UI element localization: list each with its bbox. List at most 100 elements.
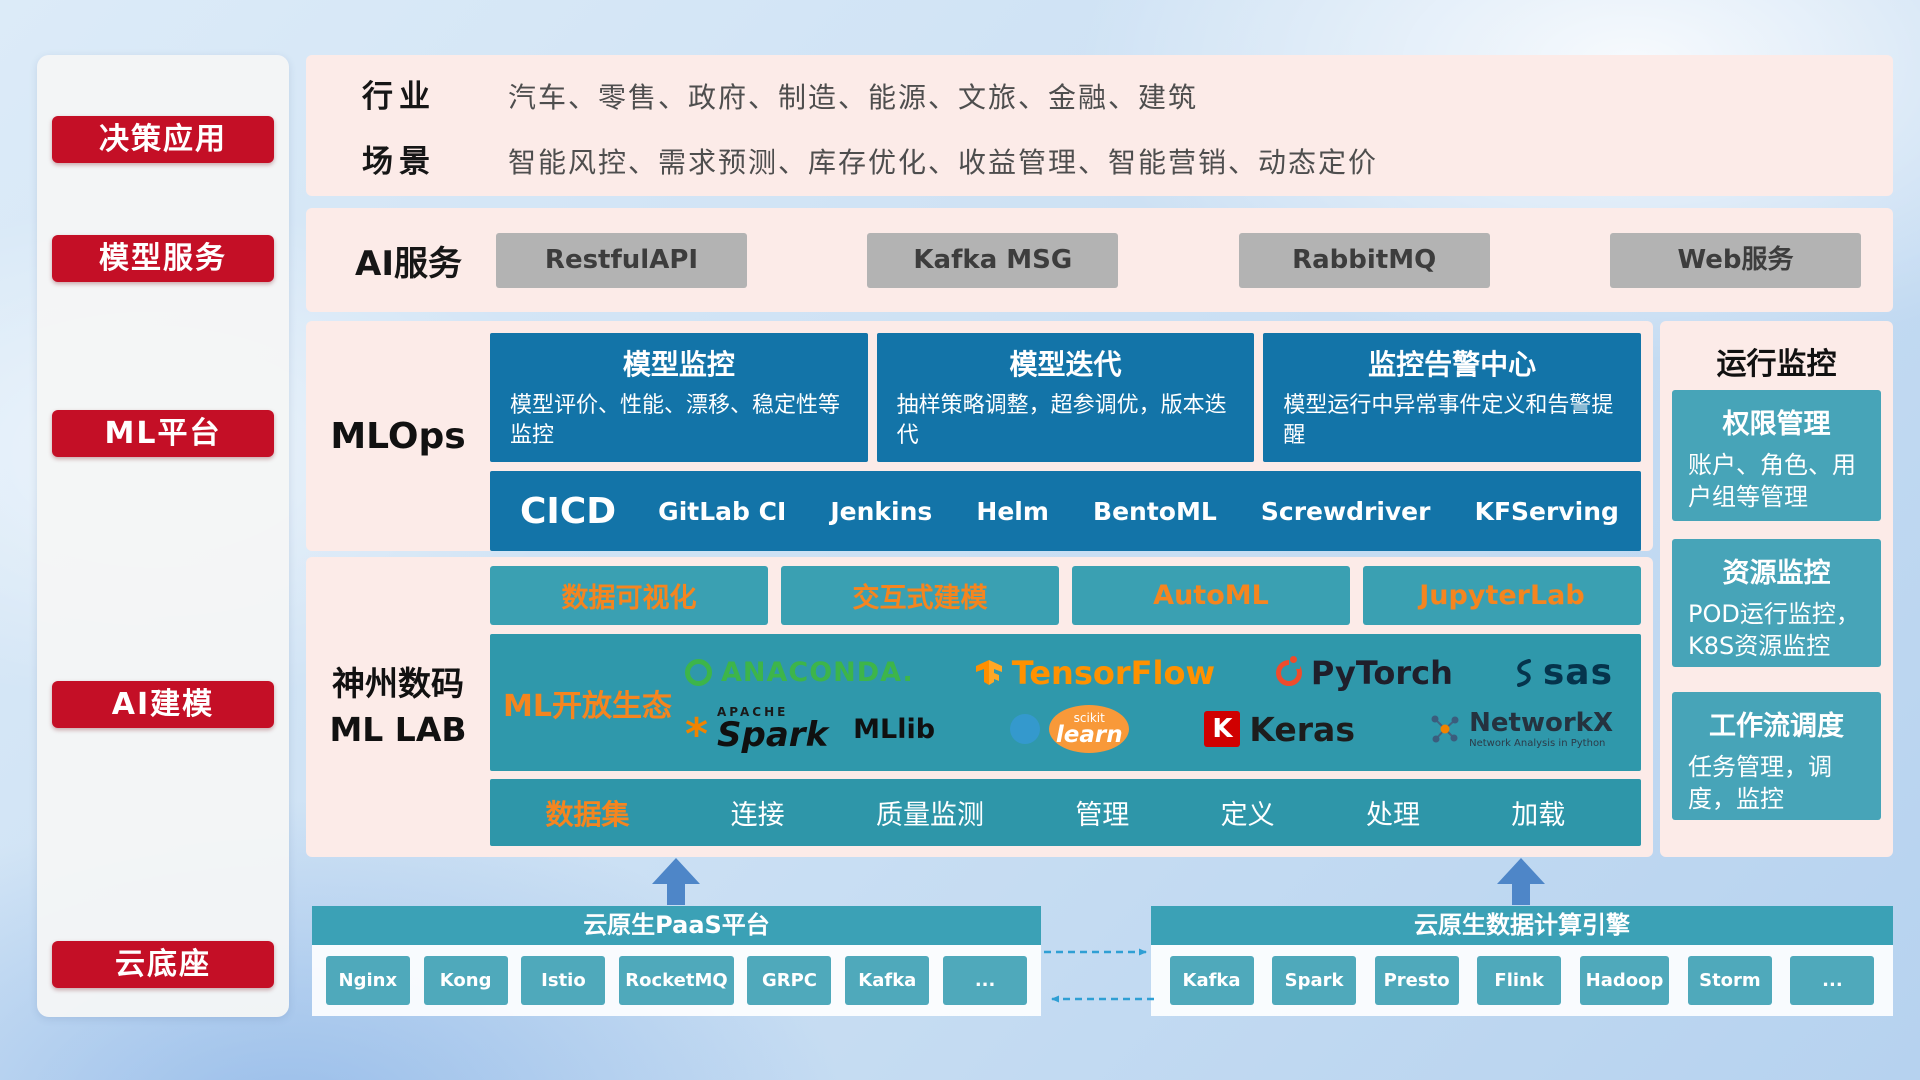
mllib-text: MLlib	[853, 713, 936, 745]
feature-data-visualization: 数据可视化	[490, 566, 768, 625]
scikit-circle-icon	[1010, 714, 1041, 744]
ecosystem-logo-row-2: * APACHE Spark MLlib scikit learn	[685, 705, 1613, 760]
ml-open-ecosystem: ML开放生态 ANACONDA. TensorFlow	[490, 634, 1641, 771]
workflow-scheduling-card: 工作流调度 任务管理，调度，监控	[1672, 692, 1881, 820]
sidebar-item-cloud-base: 云底座	[52, 941, 274, 988]
apache-spark-logo: * APACHE Spark MLlib	[685, 706, 936, 760]
card-title: 工作流调度	[1709, 711, 1844, 742]
feature-automl: AutoML	[1072, 566, 1350, 625]
scikit-learn-text: learn	[1055, 721, 1123, 748]
paas-tool-kafka: Kafka	[845, 956, 930, 1005]
dataset-item-connect: 连接	[730, 800, 785, 831]
dataset-label: 数据集	[545, 797, 630, 831]
ai-service-label: AI服务	[355, 243, 462, 284]
card-desc: 模型运行中异常事件定义和告警提醒	[1283, 393, 1614, 448]
anaconda-logo: ANACONDA.	[685, 657, 914, 688]
sas-text: sas	[1542, 652, 1613, 693]
sidebar-item-ai-modeling: AI建模	[52, 681, 274, 728]
spark-wordmark: APACHE Spark	[717, 706, 828, 752]
cicd-tool-helm: Helm	[976, 496, 1049, 526]
sas-logo: sas	[1514, 652, 1613, 693]
paas-tools-strip: Nginx Kong Istio RocketMQ GRPC Kafka ...	[312, 945, 1041, 1016]
feature-jupyterlab: JupyterLab	[1363, 566, 1641, 625]
service-restfulapi: RestfulAPI	[496, 232, 747, 288]
spark-star-icon: *	[685, 709, 709, 760]
engine-up-arrow-icon	[1497, 858, 1545, 905]
card-title: 监控告警中心	[1368, 348, 1537, 381]
spark-text: Spark	[717, 715, 829, 755]
dataset-item-define: 定义	[1220, 800, 1275, 831]
paas-tool-nginx: Nginx	[325, 956, 410, 1005]
dataset-items: 连接 质量监测 管理 定义 处理 加载	[685, 793, 1641, 832]
ecosystem-logo-row-1: ANACONDA. TensorFlow	[685, 652, 1613, 693]
sidebar: 决策应用 模型服务 ML平台 AI建模 云底座	[37, 55, 289, 1017]
cicd-tool-gitlab-ci: GitLab CI	[658, 496, 787, 526]
dataset-item-load: 加载	[1511, 800, 1566, 831]
cicd-tools: GitLab CI Jenkins Helm BentoML Screwdriv…	[636, 497, 1641, 526]
monitor-title: 运行监控	[1716, 347, 1837, 382]
scikit-learn-logo: scikit learn	[1010, 705, 1130, 753]
card-desc: 模型评价、性能、漂移、稳定性等监控	[510, 393, 841, 448]
tensorflow-text: TensorFlow	[1011, 653, 1215, 692]
model-iteration-card: 模型迭代 抽样策略调整，超参调优，版本迭代	[876, 333, 1255, 462]
engine-tool-spark: Spark	[1272, 956, 1357, 1005]
networkx-wordmark: NetworkX Network Analysis in Python	[1469, 709, 1613, 749]
card-desc: 任务管理，调度，监控	[1688, 753, 1832, 814]
engine-tool-storm: Storm	[1687, 956, 1772, 1005]
paas-up-arrow-icon	[652, 858, 700, 905]
paas-tool-grpc: GRPC	[747, 956, 832, 1005]
paas-tool-rocketmq: RocketMQ	[619, 956, 734, 1005]
networkx-icon	[1431, 715, 1459, 743]
model-monitoring-card: 模型监控 模型评价、性能、漂移、稳定性等监控	[490, 333, 868, 462]
resource-monitoring-card: 资源监控 POD运行监控，K8S资源监控	[1672, 539, 1881, 667]
scene-label: 场景	[362, 143, 436, 180]
scikit-blob-icon: scikit learn	[1049, 705, 1130, 753]
anaconda-icon	[685, 659, 712, 686]
tensorflow-icon	[975, 659, 1002, 685]
mllab-panel: 神州数码 ML LAB 数据可视化 交互式建模 AutoML JupyterLa…	[306, 557, 1653, 857]
keras-logo: K Keras	[1204, 710, 1355, 749]
scene-list: 智能风控、需求预测、库存优化、收益管理、智能营销、动态定价	[508, 145, 1379, 179]
alert-center-card: 监控告警中心 模型运行中异常事件定义和告警提醒	[1263, 333, 1642, 462]
sas-icon	[1516, 658, 1531, 687]
ai-service-buttons: RestfulAPI Kafka MSG RabbitMQ Web服务	[496, 232, 1893, 288]
paas-tool-kong: Kong	[423, 956, 508, 1005]
card-title: 模型迭代	[1009, 348, 1122, 381]
data-flow-dashed-arrows-icon	[1044, 948, 1154, 1003]
engine-tool-flink: Flink	[1477, 956, 1562, 1005]
pytorch-logo: PyTorch	[1275, 653, 1453, 692]
paas-tool-more: ...	[943, 956, 1028, 1005]
engine-tool-hadoop: Hadoop	[1579, 956, 1670, 1005]
pytorch-text: PyTorch	[1310, 653, 1453, 692]
cicd-label: CICD	[520, 490, 617, 532]
service-kafka-msg: Kafka MSG	[867, 232, 1119, 288]
mlops-panel: MLOps 模型监控 模型评价、性能、漂移、稳定性等监控 模型迭代 抽样策略调整…	[306, 321, 1653, 551]
engine-tools-strip: Kafka Spark Presto Flink Hadoop Storm ..…	[1151, 945, 1893, 1016]
networkx-text: NetworkX	[1469, 708, 1613, 739]
arrow-head	[652, 858, 700, 884]
ecosystem-logos: ANACONDA. TensorFlow	[685, 634, 1641, 771]
service-rabbitmq: RabbitMQ	[1238, 232, 1490, 288]
card-title: 资源监控	[1722, 558, 1831, 589]
engine-tool-more: ...	[1790, 956, 1875, 1005]
scikit-top-text: scikit	[1073, 710, 1105, 725]
scene-line: 场景 智能风控、需求预测、库存优化、收益管理、智能营销、动态定价	[362, 136, 1893, 181]
mlops-cards: 模型监控 模型评价、性能、漂移、稳定性等监控 模型迭代 抽样策略调整，超参调优，…	[490, 333, 1642, 462]
tensorflow-logo: TensorFlow	[975, 654, 1215, 692]
networkx-subtitle: Network Analysis in Python	[1469, 737, 1606, 749]
cicd-tool-bentoml: BentoML	[1093, 496, 1217, 526]
arrow-head	[1497, 858, 1545, 884]
pytorch-icon	[1275, 655, 1302, 686]
keras-icon: K	[1204, 711, 1241, 747]
sidebar-item-model-service: 模型服务	[52, 235, 274, 282]
mllab-label-line2: ML LAB	[329, 710, 467, 749]
mllab-label-line1: 神州数码	[332, 663, 464, 703]
engine-tool-kafka: Kafka	[1169, 956, 1254, 1005]
arrow-stem	[667, 884, 685, 905]
mllab-feature-row: 数据可视化 交互式建模 AutoML JupyterLab	[490, 566, 1641, 625]
dataset-bar: 数据集 连接 质量监测 管理 定义 处理 加载	[490, 779, 1641, 846]
runtime-monitor-panel: 运行监控 权限管理 账户、角色、用户组等管理 资源监控 POD运行监控，K8S资…	[1660, 321, 1893, 857]
paas-tool-istio: Istio	[521, 956, 606, 1005]
industry-list: 汽车、零售、政府、制造、能源、文旅、金融、建筑	[508, 80, 1199, 114]
dataset-item-manage: 管理	[1075, 800, 1130, 831]
